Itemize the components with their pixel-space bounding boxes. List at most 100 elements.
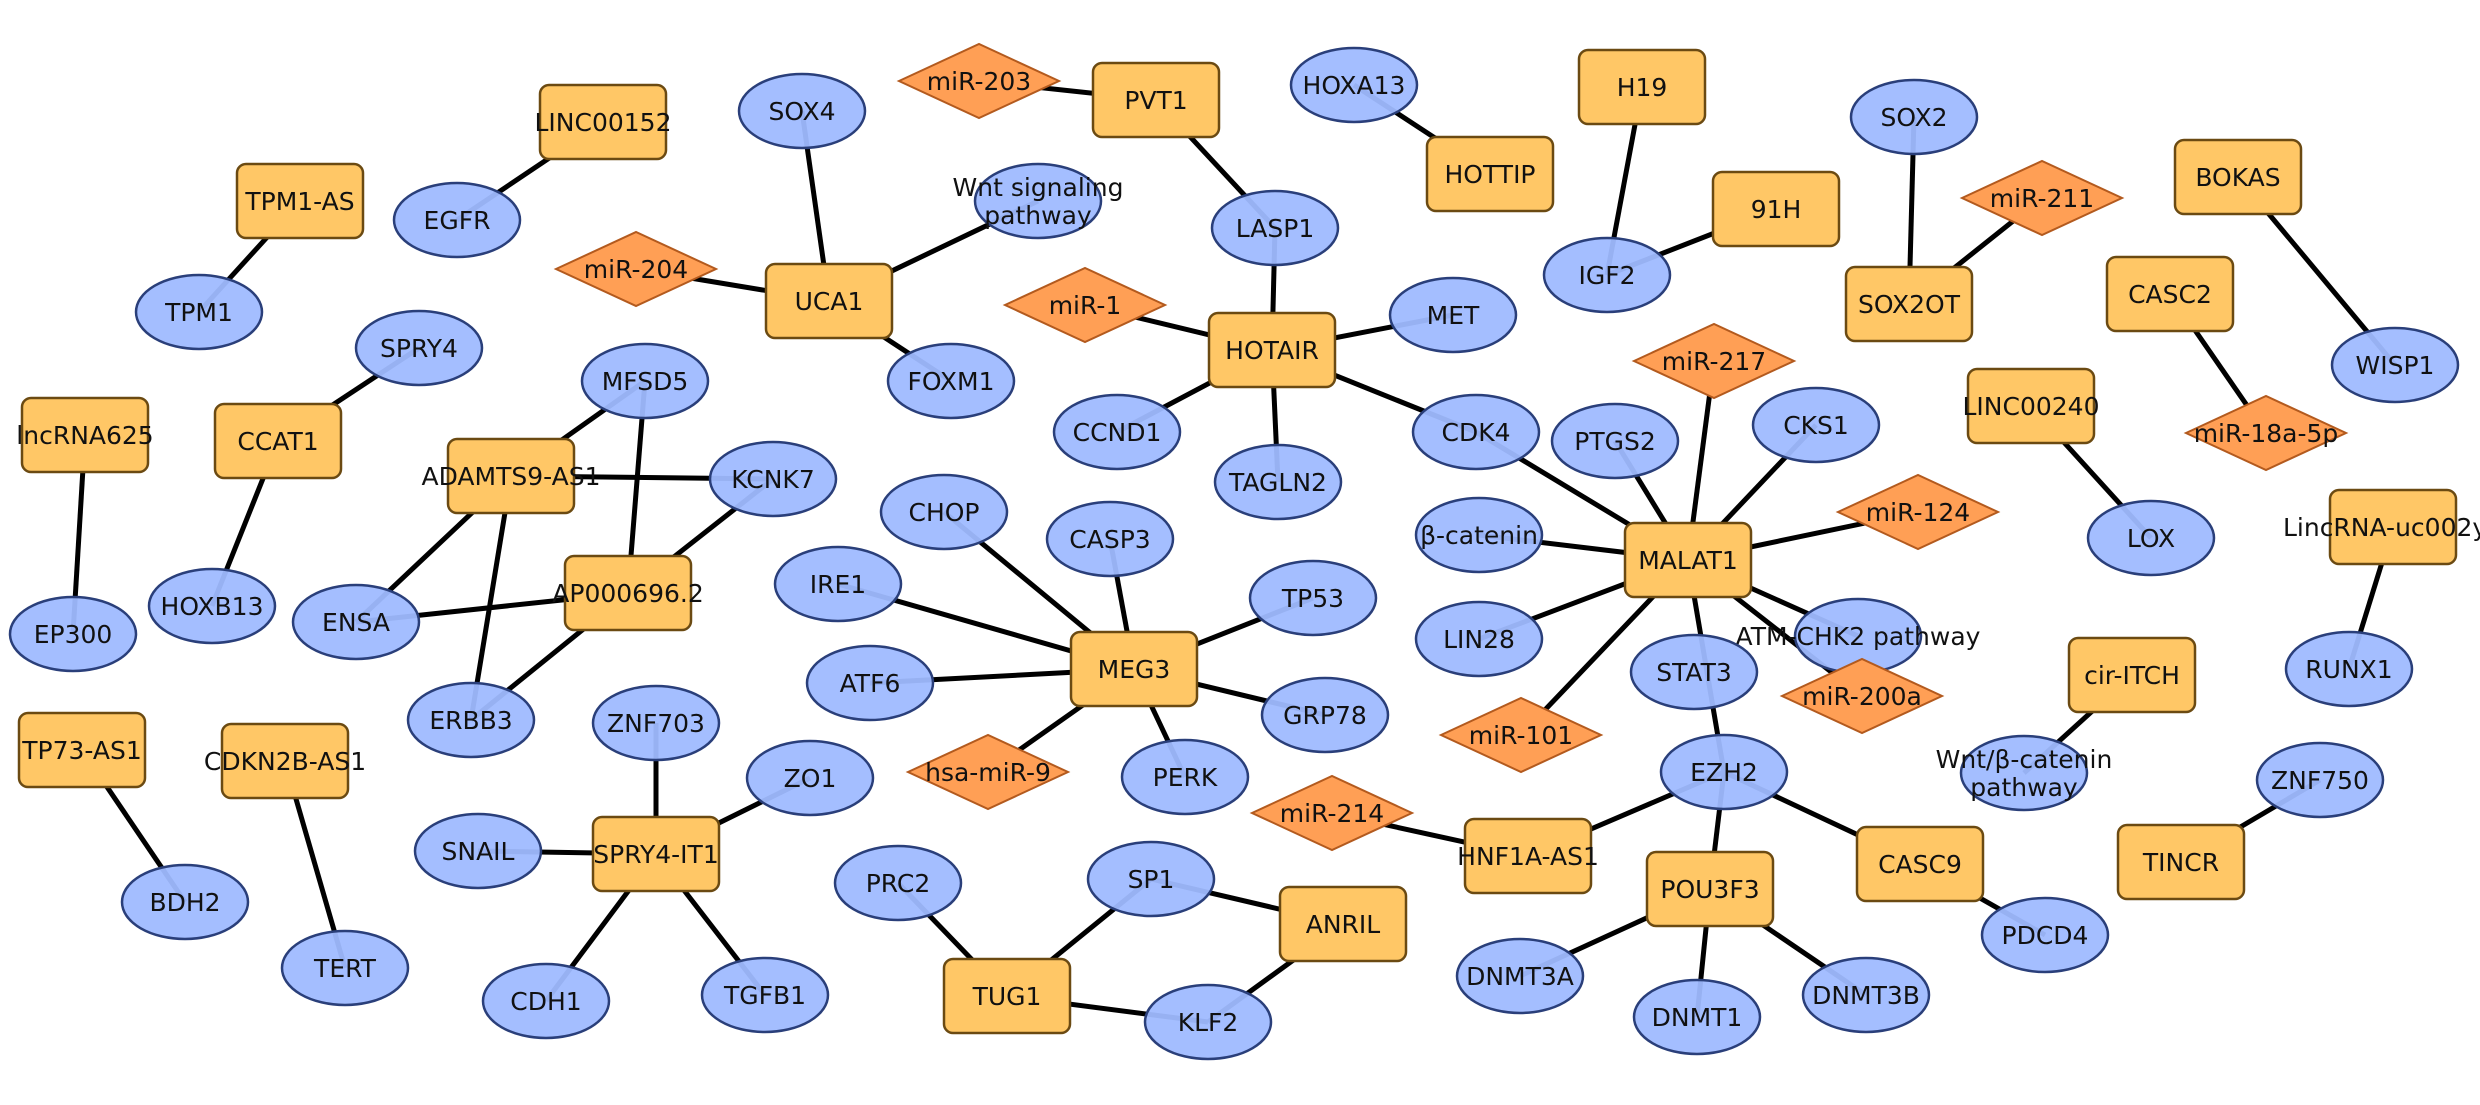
node-sox4[interactable]: SOX4 (737, 72, 867, 150)
node-spry4[interactable]: SPRY4 (354, 309, 484, 387)
node-lncrna625[interactable]: lncRNA625 (16, 396, 154, 474)
node-mir-200a[interactable]: miR-200a (1779, 657, 1945, 735)
node-ire1[interactable]: IRE1 (773, 545, 903, 623)
node-mir-101[interactable]: miR-101 (1438, 696, 1604, 774)
node-ezh2[interactable]: EZH2 (1659, 733, 1789, 811)
node-mir-18a-5p[interactable]: miR-18a-5p (2183, 394, 2349, 472)
node-tert[interactable]: TERT (280, 929, 410, 1007)
node-mfsd5[interactable]: MFSD5 (580, 342, 710, 420)
node-ccnd1[interactable]: CCND1 (1052, 393, 1182, 471)
node-ccat1[interactable]: CCAT1 (213, 402, 343, 480)
node-perk[interactable]: PERK (1120, 738, 1250, 816)
node-mir-217[interactable]: miR-217 (1631, 322, 1797, 400)
node-cdk4[interactable]: CDK4 (1411, 393, 1541, 471)
node-tp53[interactable]: TP53 (1248, 559, 1378, 637)
node-adamts9-as1[interactable]: ADAMTS9-AS1 (422, 437, 601, 515)
node-pdcd4[interactable]: PDCD4 (1980, 896, 2110, 974)
node-hsa-mir-9[interactable]: hsa-miR-9 (905, 733, 1071, 811)
lncrna-box (1711, 170, 1841, 248)
mirna-diamond (1631, 322, 1797, 400)
node-label: TUG1 (972, 982, 1042, 1011)
node-tagln2[interactable]: TAGLN2 (1213, 443, 1343, 521)
node-dnmt3a[interactable]: DNMT3A (1455, 937, 1585, 1015)
node-grp78[interactable]: GRP78 (1260, 676, 1390, 754)
node-egfr[interactable]: EGFR (392, 181, 522, 259)
node-runx1[interactable]: RUNX1 (2284, 630, 2414, 708)
node-pvt1[interactable]: PVT1 (1091, 61, 1221, 139)
node-malat1[interactable]: MALAT1 (1623, 521, 1753, 599)
node-sox2[interactable]: SOX2 (1849, 78, 1979, 156)
node-atf6[interactable]: ATF6 (805, 644, 935, 722)
node-label: CDK4 (1441, 418, 1510, 447)
node-lox[interactable]: LOX (2086, 499, 2216, 577)
node-casc9[interactable]: CASC9 (1855, 825, 1985, 903)
node-mir-124[interactable]: miR-124 (1835, 473, 2001, 551)
edge-adamts9-as1-erbb3[interactable] (468, 475, 514, 721)
node-dnmt3b[interactable]: DNMT3B (1801, 956, 1931, 1034)
node-hoxb13[interactable]: HOXB13 (147, 567, 277, 645)
node-hotair[interactable]: HOTAIR (1207, 311, 1337, 389)
node-met[interactable]: MET (1388, 276, 1518, 354)
node-wisp1[interactable]: WISP1 (2330, 326, 2460, 404)
node-hottip[interactable]: HOTTIP (1425, 135, 1555, 213)
node-casc2[interactable]: CASC2 (2105, 255, 2235, 333)
node-91h[interactable]: 91H (1711, 170, 1841, 248)
node-dnmt1[interactable]: DNMT1 (1632, 978, 1762, 1056)
node-stat3[interactable]: STAT3 (1629, 633, 1759, 711)
node-igf2[interactable]: IGF2 (1542, 236, 1672, 314)
node-h19[interactable]: H19 (1577, 48, 1707, 126)
node-ep300[interactable]: EP300 (8, 595, 138, 673)
node-kcnk7[interactable]: KCNK7 (708, 440, 838, 518)
node-label: ENSA (322, 608, 390, 637)
node-cks1[interactable]: CKS1 (1751, 386, 1881, 464)
node-tincr[interactable]: TINCR (2116, 823, 2246, 901)
node-lincrna-uc002yug-2[interactable]: LincRNA-uc002yu (2283, 488, 2480, 566)
node-snail[interactable]: SNAIL (413, 812, 543, 890)
gene-ellipse (1629, 633, 1759, 711)
node-tpm1[interactable]: TPM1 (134, 273, 264, 351)
node-znf750[interactable]: ZNF750 (2255, 741, 2385, 819)
node-uca1[interactable]: UCA1 (764, 262, 894, 340)
node-bdh2[interactable]: BDH2 (120, 863, 250, 941)
node-chop[interactable]: CHOP (879, 473, 1009, 551)
node-catenin[interactable]: β-catenin (1414, 496, 1544, 574)
node-hnf1a-as1[interactable]: HNF1A-AS1 (1457, 817, 1599, 895)
node-tgfb1[interactable]: TGFB1 (700, 956, 830, 1034)
node-pou3f3[interactable]: POU3F3 (1645, 850, 1775, 928)
node-cdkn2b-as1[interactable]: CDKN2B-AS1 (204, 722, 366, 800)
node-linc00240[interactable]: LINC00240 (1963, 367, 2100, 445)
node-casp3[interactable]: CASP3 (1045, 500, 1175, 578)
node-mir-204[interactable]: miR-204 (553, 230, 719, 308)
node-hoxa13[interactable]: HOXA13 (1289, 46, 1419, 124)
node-tug1[interactable]: TUG1 (942, 957, 1072, 1035)
node-anril[interactable]: ANRIL (1278, 885, 1408, 963)
node-znf703[interactable]: ZNF703 (591, 684, 721, 762)
node-sox2ot[interactable]: SOX2OT (1844, 265, 1974, 343)
node-ptgs2[interactable]: PTGS2 (1550, 402, 1680, 480)
node-zo1[interactable]: ZO1 (745, 739, 875, 817)
node-cdh1[interactable]: CDH1 (481, 962, 611, 1040)
node-bokas[interactable]: BOKAS (2173, 138, 2303, 216)
node-ap000696-2[interactable]: AP000696.2 (552, 554, 704, 632)
node-klf2[interactable]: KLF2 (1143, 983, 1273, 1061)
node-linc00152[interactable]: LINC00152 (535, 83, 672, 161)
node-spry4-it1[interactable]: SPRY4-IT1 (591, 815, 721, 893)
node-mir-203[interactable]: miR-203 (896, 42, 1062, 120)
node-lin28[interactable]: LIN28 (1414, 600, 1544, 678)
node-foxm1[interactable]: FOXM1 (886, 342, 1016, 420)
node-meg3[interactable]: MEG3 (1069, 630, 1199, 708)
node-tp73-as1[interactable]: TP73-AS1 (17, 711, 147, 789)
node-erbb3[interactable]: ERBB3 (406, 681, 536, 759)
node-mir-1[interactable]: miR-1 (1002, 266, 1168, 344)
node-atm-chk2-pathway[interactable]: ATM-CHK2 pathway (1736, 597, 1981, 675)
node-ensa[interactable]: ENSA (291, 583, 421, 661)
node-tpm1-as[interactable]: TPM1-AS (235, 162, 365, 240)
node-sp1[interactable]: SP1 (1086, 840, 1216, 918)
node-lasp1[interactable]: LASP1 (1210, 189, 1340, 267)
node-cir-itch[interactable]: cir-ITCH (2067, 636, 2197, 714)
node-mir-211[interactable]: miR-211 (1959, 159, 2125, 237)
node-prc2[interactable]: PRC2 (833, 844, 963, 922)
node-mir-214[interactable]: miR-214 (1249, 774, 1415, 852)
